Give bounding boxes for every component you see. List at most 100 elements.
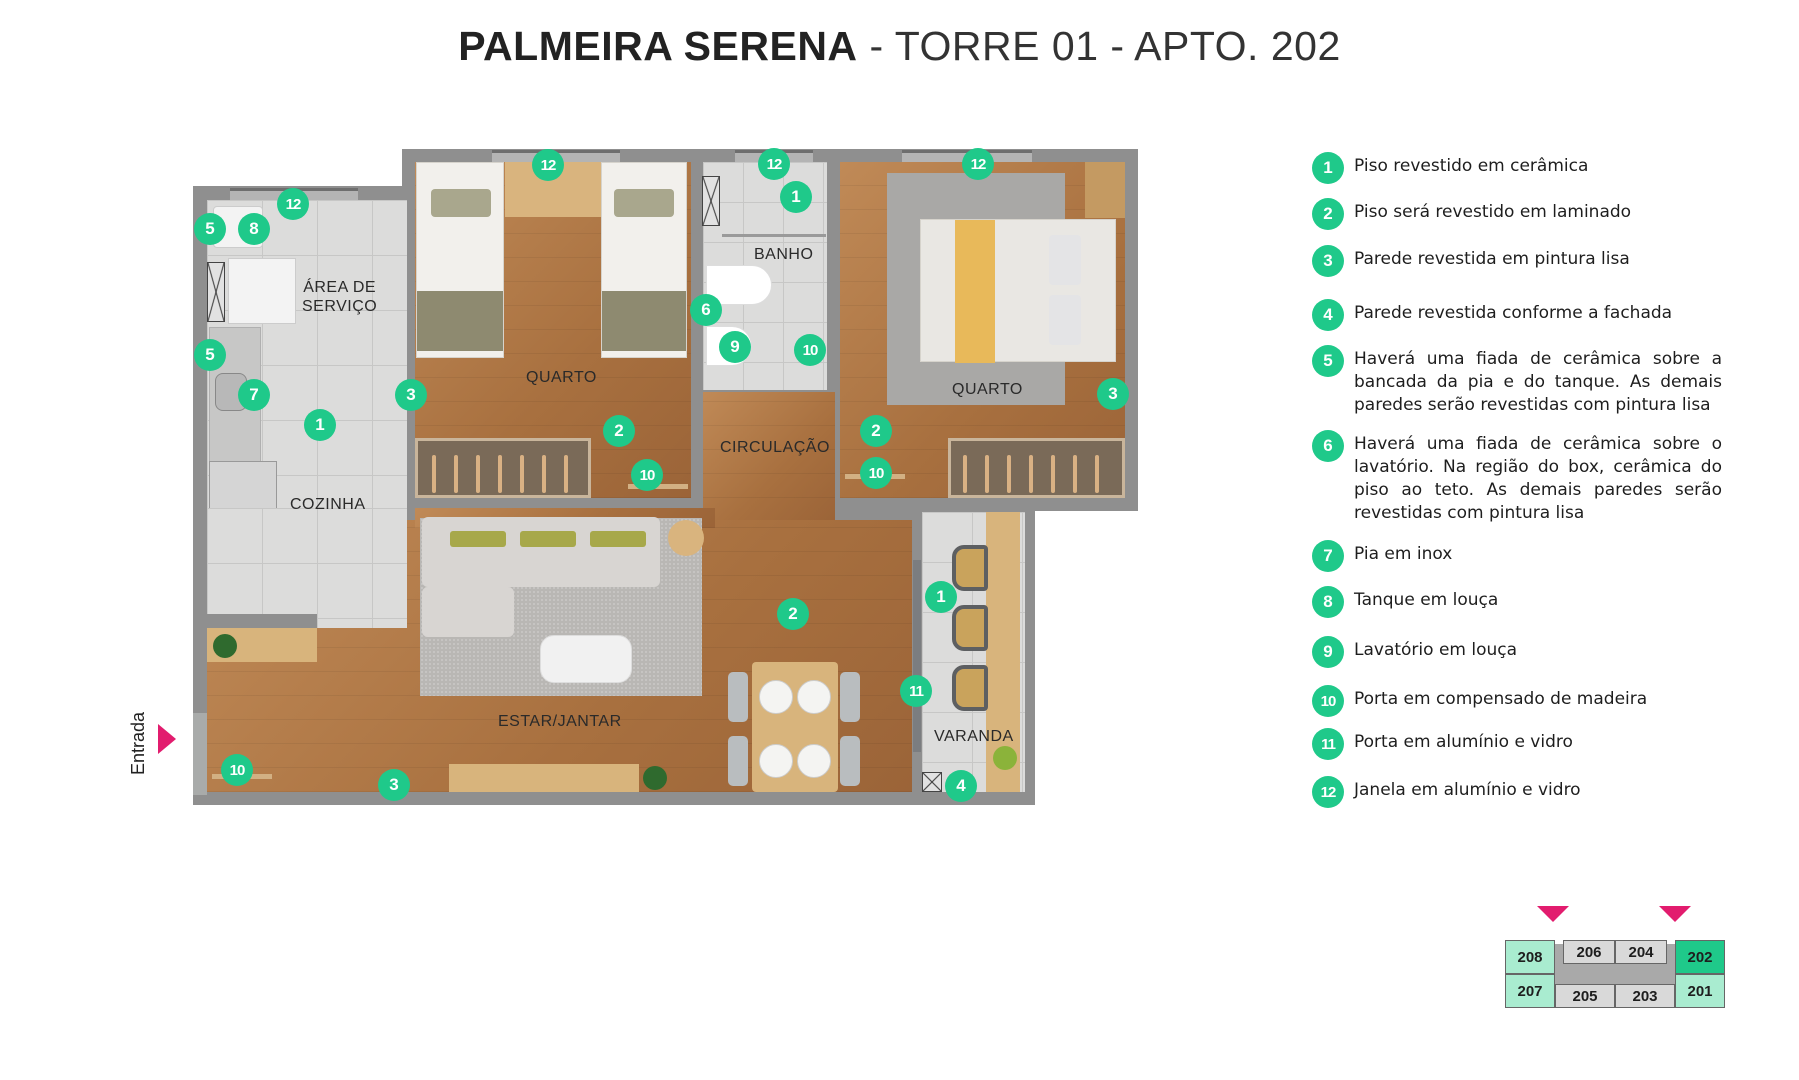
- legend-item: 10 Porta em compensado de madeira: [1312, 685, 1726, 717]
- nightstand: [1085, 162, 1125, 218]
- marker-8: 8: [238, 213, 270, 245]
- legend-item: 1 Piso revestido em cerâmica: [1312, 152, 1726, 184]
- legend-text: Parede revestida conforme a fachada: [1354, 303, 1673, 323]
- coffee-table: [540, 635, 632, 683]
- marker-12: 12: [962, 148, 994, 180]
- unit-203: 203: [1615, 984, 1675, 1008]
- legend-item: 4 Parede revestida conforme a fachada: [1312, 299, 1726, 331]
- plant-entry: [213, 634, 237, 658]
- label-quarto-1: QUARTO: [526, 369, 597, 386]
- entrance-opening: [193, 713, 207, 795]
- legend-item: 12 Janela em alumínio e vidro: [1312, 776, 1726, 808]
- legend-text: Porta em compensado de madeira: [1354, 689, 1648, 709]
- legend-text: Piso revestido em cerâmica: [1354, 156, 1589, 176]
- tv-console: [449, 764, 639, 792]
- legend-item: 3 Parede revestida em pintura lisa: [1312, 245, 1726, 277]
- legend-marker-icon: 3: [1312, 245, 1344, 277]
- plant-varanda: [993, 746, 1017, 770]
- plant-tv: [643, 766, 667, 790]
- legend-text: Parede revestida em pintura lisa: [1354, 249, 1630, 269]
- wardrobe-bedroom-2: [948, 438, 1125, 498]
- unit-207: 207: [1505, 974, 1555, 1008]
- unit-206: 206: [1563, 940, 1615, 964]
- legend-text: Pia em inox: [1354, 544, 1453, 564]
- varanda-chair-2: [952, 605, 988, 651]
- marker-2: 2: [777, 598, 809, 630]
- legend-item: 11 Porta em alumínio e vidro: [1312, 728, 1726, 760]
- legend-item: 8 Tanque em louça: [1312, 586, 1726, 618]
- dining-chair-3: [840, 672, 860, 722]
- label-quarto-2: QUARTO: [952, 381, 1023, 398]
- legend-marker-icon: 8: [1312, 586, 1344, 618]
- box-divider: [722, 234, 826, 237]
- marker-10: 10: [860, 457, 892, 489]
- entrance-label: Entrada: [128, 711, 148, 775]
- shaft-service: [207, 262, 225, 322]
- sofa: [422, 517, 660, 587]
- label-banho: BANHO: [754, 246, 814, 263]
- marker-3: 3: [395, 379, 427, 411]
- marker-9: 9: [719, 331, 751, 363]
- legend-marker-icon: 6: [1312, 430, 1344, 462]
- legend-marker-icon: 10: [1312, 685, 1344, 717]
- title-unit-info: - TORRE 01 - APTO. 202: [857, 23, 1341, 69]
- legend-marker-icon: 9: [1312, 636, 1344, 668]
- key-plan-arrow-icon: [1537, 906, 1569, 922]
- legend-text: Lavatório em louça: [1354, 640, 1518, 660]
- marker-4: 4: [945, 770, 977, 802]
- dining-chair-4: [840, 736, 860, 786]
- shaft-bathroom: [702, 176, 720, 226]
- marker-1: 1: [925, 581, 957, 613]
- side-table: [668, 520, 704, 556]
- legend-text: Porta em alumínio e vidro: [1354, 732, 1573, 752]
- entrance-arrow-icon: [158, 724, 176, 754]
- key-plan-arrow-icon: [1659, 906, 1691, 922]
- sliding-door: [913, 560, 921, 752]
- marker-10: 10: [221, 754, 253, 786]
- legend-text: Piso será revestido em laminado: [1354, 202, 1632, 222]
- unit-204: 204: [1615, 940, 1667, 964]
- marker-12: 12: [758, 148, 790, 180]
- varanda-chair-1: [952, 545, 988, 591]
- marker-3: 3: [378, 769, 410, 801]
- legend-marker-icon: 2: [1312, 198, 1344, 230]
- legend-marker-icon: 7: [1312, 540, 1344, 572]
- page-title: PALMEIRA SERENA - TORRE 01 - APTO. 202: [0, 22, 1799, 70]
- dining-chair-2: [728, 736, 748, 786]
- label-varanda: VARANDA: [934, 728, 1014, 745]
- marker-3: 3: [1097, 378, 1129, 410]
- legend-text: Janela em alumínio e vidro: [1354, 780, 1581, 800]
- legend-marker-icon: 11: [1312, 728, 1344, 760]
- legend-marker-icon: 5: [1312, 345, 1344, 377]
- washing-machine: [228, 258, 296, 324]
- marker-5: 5: [194, 213, 226, 245]
- title-project-name: PALMEIRA SERENA: [458, 23, 858, 69]
- legend-item: 5 Haverá uma fiada de cerâmica sobre a b…: [1312, 345, 1726, 417]
- legend-item: 6 Haverá uma fiada de cerâmica sobre o l…: [1312, 430, 1726, 525]
- legend-marker-icon: 4: [1312, 299, 1344, 331]
- marker-2: 2: [860, 415, 892, 447]
- unit-205: 205: [1555, 984, 1615, 1008]
- kitchen-lower: [207, 508, 407, 628]
- shaft-varanda: [922, 772, 942, 792]
- legend-text: Haverá uma fiada de cerâmica sobre a ban…: [1354, 349, 1722, 415]
- dining-table: [752, 662, 838, 792]
- legend-item: 9 Lavatório em louça: [1312, 636, 1726, 668]
- key-plan: 208 206 204 202 207 205 203 201: [1495, 898, 1735, 1013]
- sofa-chaise: [422, 587, 514, 637]
- unit-201: 201: [1675, 974, 1725, 1008]
- marker-12: 12: [277, 188, 309, 220]
- marker-1: 1: [304, 409, 336, 441]
- legend-marker-icon: 1: [1312, 152, 1344, 184]
- legend-item: 7 Pia em inox: [1312, 540, 1726, 572]
- double-bed: [920, 219, 1116, 363]
- varanda-counter: [986, 512, 1020, 792]
- legend-marker-icon: 12: [1312, 776, 1344, 808]
- marker-10: 10: [794, 334, 826, 366]
- marker-1: 1: [780, 181, 812, 213]
- marker-10: 10: [631, 459, 663, 491]
- marker-11: 11: [900, 675, 932, 707]
- dining-chair-1: [728, 672, 748, 722]
